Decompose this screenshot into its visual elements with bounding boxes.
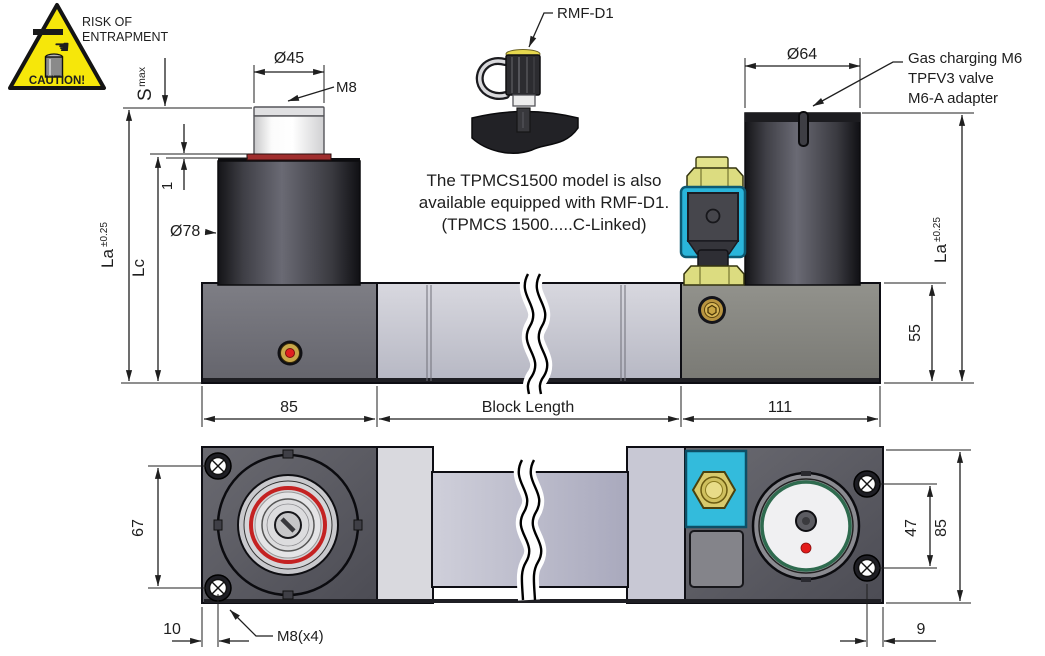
- oil-port: [277, 340, 303, 366]
- dim-overall-height: 85: [933, 519, 950, 537]
- dim-lc: Lc: [129, 259, 148, 277]
- right-spacer: [626, 446, 687, 604]
- dim-rod-diameter: Ø45: [274, 50, 304, 67]
- break-line-side-view: [519, 268, 553, 397]
- dim-hole-spacing-left: 67: [130, 519, 147, 537]
- risk-text-line2: ENTRAPMENT: [82, 30, 168, 44]
- caution-label: CAUTION!: [29, 75, 85, 87]
- dim-right-block-height: 55: [907, 324, 924, 342]
- dim-cylinder-diameter: Ø78: [170, 223, 200, 240]
- charging-slot: [798, 111, 809, 147]
- warning-triangle-icon: [8, 3, 106, 90]
- cylinder-bore-bottom: [213, 449, 363, 600]
- dim-stroke-smax: Smax: [135, 66, 156, 101]
- valve-collar: [512, 94, 536, 107]
- dim-hole-spacing-right: 47: [903, 519, 920, 537]
- dim-right-block-width: 111: [768, 399, 792, 416]
- label-m8x4: M8(x4): [277, 628, 324, 645]
- hand-icon: ☚: [54, 37, 70, 57]
- caution-sign: ☚ CAUTION! RISK OF ENTRAPMENT: [8, 3, 168, 90]
- side-view: Smax La±0.25 Lc 1 Ø45 M8 Ø78 Ø64: [98, 46, 1022, 427]
- side-view-dimensions: Smax La±0.25 Lc 1 Ø45 M8 Ø78 Ø64: [98, 46, 1022, 427]
- dim-la-left: La±0.25: [98, 222, 117, 268]
- bottom-view: 67 10 M8(x4) 47 85 9: [130, 446, 971, 647]
- seal-ring-red: [249, 486, 327, 564]
- note-line1: The TPMCS1500 model is also: [427, 171, 662, 190]
- charging-port: [698, 296, 726, 324]
- linked-valve-assembly: [679, 156, 747, 286]
- dim-la-right: La±0.25: [931, 217, 950, 263]
- note-line3: (TPMCS 1500.....C-Linked): [441, 215, 646, 234]
- label-m8: M8: [336, 79, 357, 96]
- rmf-d1-label: RMF-D1: [557, 5, 614, 22]
- left-spacer: [376, 446, 434, 604]
- cylinder-icon-body: [44, 56, 64, 78]
- mounting-hole: [204, 452, 232, 480]
- piston-rod-cap: [253, 106, 325, 117]
- risk-text-line1: RISK OF: [82, 15, 132, 29]
- gas-cylinder-bore-bottom: [751, 471, 861, 582]
- valve-body-bottom: [689, 530, 744, 588]
- dim-block-length: Block Length: [482, 399, 575, 416]
- press-bar-icon: [33, 29, 63, 35]
- valve-hex-nut-bottom: [691, 471, 737, 509]
- model-note: The TPMCS1500 model is also available eq…: [419, 171, 669, 234]
- bail-loop-icon: [478, 59, 508, 98]
- dim-edge-offset-left: 10: [163, 621, 181, 638]
- label-tpfv3-valve: TPFV3 valve: [908, 70, 994, 87]
- rmf-d1-inset: RMF-D1: [471, 5, 614, 154]
- break-line-bottom-view: [513, 454, 547, 601]
- rod-seal: [246, 153, 332, 161]
- piston-rod: [253, 115, 325, 157]
- note-line2: available equipped with RMF-D1.: [419, 193, 669, 212]
- bottom-view-dimensions: 67 10 M8(x4) 47 85 9: [130, 449, 971, 647]
- dim-edge-offset-right: 9: [917, 621, 926, 638]
- dim-left-block-width: 85: [280, 399, 298, 416]
- dim-right-cylinder-diameter: Ø64: [787, 46, 817, 63]
- label-m6-adapter: M6-A adapter: [908, 90, 998, 107]
- bottom-view-bottom-edge: [204, 599, 881, 603]
- main-cylinder: [217, 160, 361, 286]
- left-end-block: [201, 282, 378, 384]
- dim-rod-protrusion: 1: [159, 182, 176, 190]
- label-gas-charging: Gas charging M6: [908, 50, 1022, 67]
- red-indicator-dot: [800, 542, 812, 554]
